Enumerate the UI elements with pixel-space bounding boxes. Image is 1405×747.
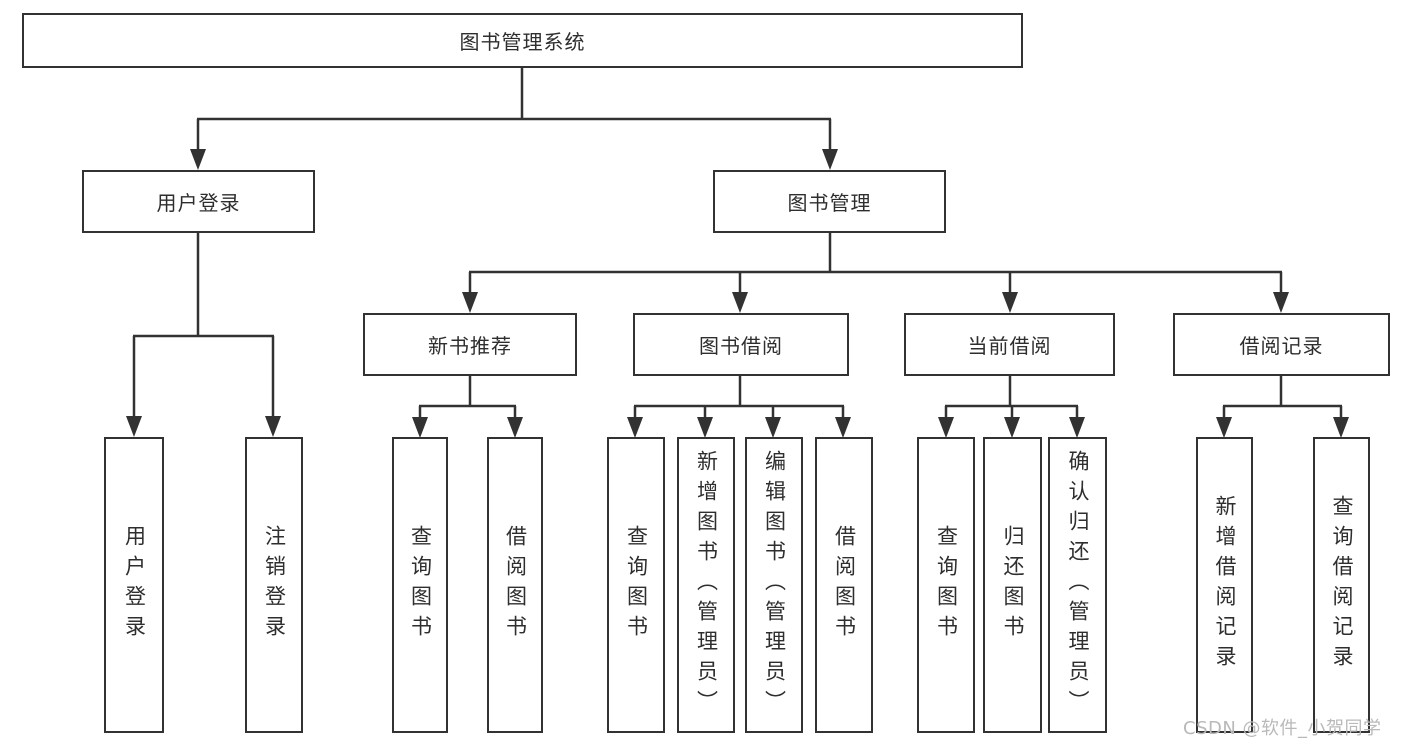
connector-bookborrow-to-leaves [633, 376, 845, 420]
node-label: 图书借阅 [699, 334, 783, 358]
node-borrowing-records: 借阅记录 [1173, 313, 1390, 376]
node-label: 查询图书 [624, 525, 649, 645]
node-label: 新书推荐 [428, 334, 512, 358]
node-label: 确认归还（管理员） [1066, 450, 1090, 720]
arrowheads-userlogin-leaves [126, 416, 281, 437]
connector-newbook-to-leaves [418, 376, 517, 420]
leaf-user-login: 用户登录 [104, 437, 164, 733]
node-new-book-recommend: 新书推荐 [363, 313, 577, 376]
leaf-borrow-books-2: 借阅图书 [815, 437, 873, 733]
connector-userlogin-to-leaves [132, 233, 275, 419]
connector-records-to-leaves [1222, 376, 1343, 420]
csdn-watermark: CSDN @软件_小贺同学 [1183, 718, 1382, 739]
connector-bookmgmt-to-level3 [468, 233, 1283, 295]
arrowheads-bookborrow-leaves [627, 417, 851, 438]
leaf-query-borrow-record: 查询借阅记录 [1313, 437, 1370, 733]
node-label: 新增图书（管理员） [694, 450, 719, 720]
node-label: 查询图书 [408, 525, 433, 645]
leaf-query-books-1: 查询图书 [392, 437, 448, 733]
node-label: 当前借阅 [967, 334, 1052, 358]
arrowheads-level2 [190, 149, 838, 170]
leaf-add-books-admin: 新增图书（管理员） [677, 437, 735, 733]
leaf-logout: 注销登录 [245, 437, 303, 733]
node-label: 用户登录 [122, 525, 147, 645]
leaf-query-books-2: 查询图书 [607, 437, 665, 733]
node-label: 注销登录 [262, 525, 287, 645]
connector-currentborrow-to-leaves [944, 376, 1079, 420]
node-label: 借阅图书 [503, 525, 528, 645]
node-book-management: 图书管理 [713, 170, 946, 233]
node-label: 归还图书 [1001, 525, 1025, 645]
leaf-add-borrow-record: 新增借阅记录 [1196, 437, 1253, 733]
node-label: 图书管理系统 [459, 30, 586, 54]
node-label: 借阅记录 [1239, 334, 1324, 358]
arrowheads-level3 [462, 292, 1289, 313]
node-current-borrowing: 当前借阅 [904, 313, 1115, 376]
leaf-query-books-3: 查询图书 [917, 437, 975, 733]
node-label: 查询借阅记录 [1330, 495, 1354, 675]
node-user-login: 用户登录 [82, 170, 315, 233]
leaf-return-books: 归还图书 [983, 437, 1042, 733]
node-label: 查询图书 [934, 525, 959, 645]
leaf-borrow-books-1: 借阅图书 [487, 437, 543, 733]
arrowheads-newbook-leaves [412, 417, 523, 438]
leaf-edit-books-admin: 编辑图书（管理员） [745, 437, 803, 733]
node-label: 用户登录 [156, 191, 241, 215]
node-book-borrowing: 图书借阅 [633, 313, 849, 376]
arrowheads-records-leaves [1216, 417, 1349, 438]
arrowheads-currentborrow-leaves [938, 417, 1085, 438]
leaf-confirm-return-admin: 确认归还（管理员） [1048, 437, 1107, 733]
node-label: 新增借阅记录 [1213, 495, 1237, 675]
connector-root-to-level2 [196, 68, 832, 152]
node-root-library-system: 图书管理系统 [22, 13, 1023, 68]
node-label: 借阅图书 [832, 525, 857, 645]
node-label: 图书管理 [787, 191, 872, 215]
node-label: 编辑图书（管理员） [762, 450, 787, 720]
